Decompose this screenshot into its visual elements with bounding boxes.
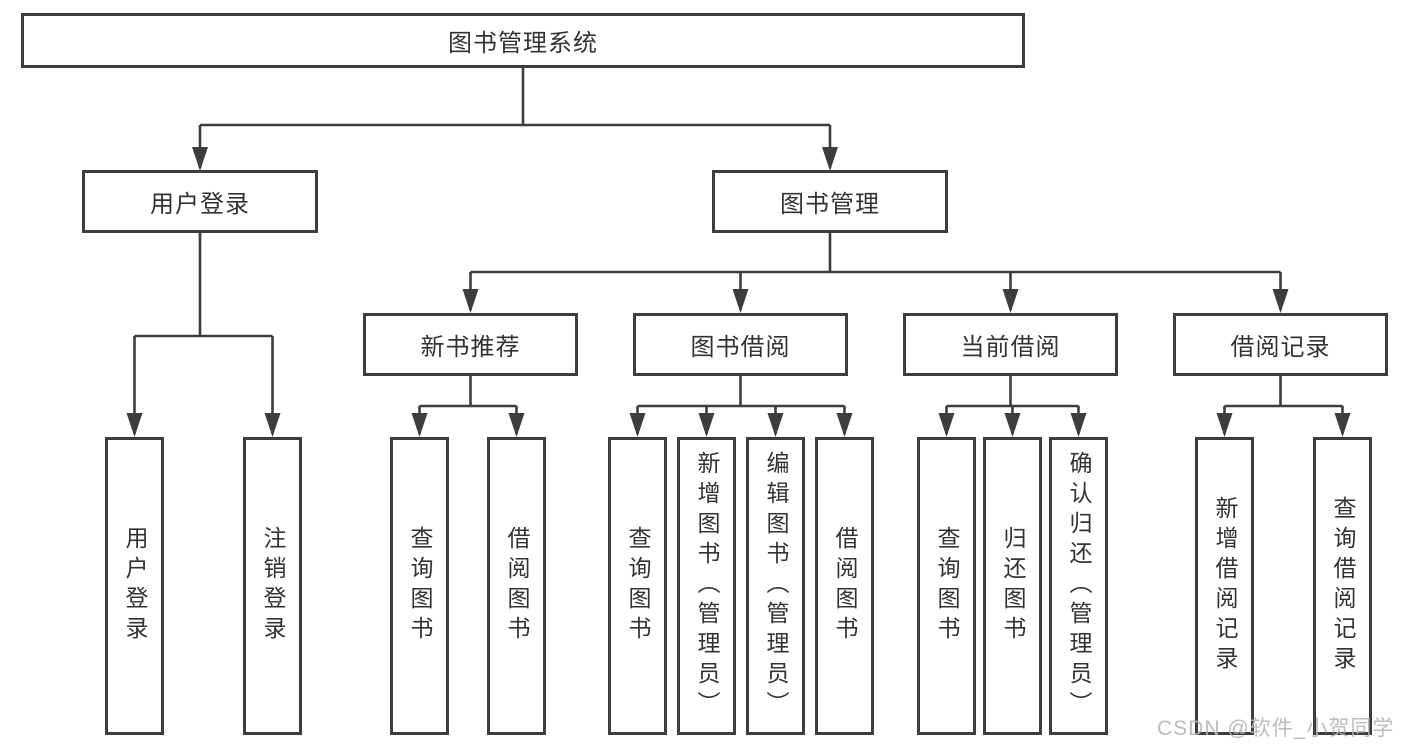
node-label: 图书管理	[780, 191, 880, 218]
node-borrow-records: 借阅记录	[1173, 313, 1388, 376]
node-root: 图书管理系统	[21, 13, 1025, 68]
node-user-login: 用户登录	[82, 170, 318, 233]
leaf-recommend-borrow-book: 借阅图书	[487, 437, 546, 735]
leaf-add-book-admin: 新增图书（管理员）	[677, 437, 736, 735]
leaf-label: 查询图书	[625, 526, 651, 646]
leaf-add-borrow-record: 新增借阅记录	[1195, 437, 1254, 735]
leaf-label: 新增借阅记录	[1212, 496, 1238, 676]
node-new-book-recommend: 新书推荐	[363, 313, 578, 376]
leaf-label: 借阅图书	[504, 526, 530, 646]
leaf-confirm-return-admin: 确认归还（管理员）	[1049, 437, 1108, 735]
leaf-label: 借阅图书	[832, 526, 858, 646]
node-label: 图书借阅	[690, 334, 791, 361]
node-book-borrow: 图书借阅	[633, 313, 848, 376]
leaf-user-login: 用户登录	[105, 437, 164, 735]
leaf-label: 注销登录	[260, 526, 286, 646]
node-current-borrow: 当前借阅	[903, 313, 1118, 376]
leaf-borrow-query-book: 查询图书	[608, 437, 667, 735]
node-label: 用户登录	[150, 191, 250, 218]
node-root-label: 图书管理系统	[448, 30, 598, 57]
node-label: 借阅记录	[1230, 334, 1331, 361]
leaf-query-borrow-record: 查询借阅记录	[1313, 437, 1372, 735]
leaf-label: 新增图书（管理员）	[694, 451, 720, 721]
leaf-borrow-book: 借阅图书	[815, 437, 874, 735]
node-label: 当前借阅	[960, 334, 1061, 361]
node-book-management: 图书管理	[712, 170, 948, 233]
leaf-label: 查询图书	[407, 526, 433, 646]
leaf-label: 编辑图书（管理员）	[763, 451, 789, 721]
leaf-recommend-query-book: 查询图书	[390, 437, 449, 735]
leaf-label: 查询借阅记录	[1330, 496, 1356, 676]
leaf-return-book: 归还图书	[983, 437, 1042, 735]
leaf-label: 确认归还（管理员）	[1066, 451, 1092, 721]
leaf-current-query-book: 查询图书	[917, 437, 976, 735]
leaf-label: 归还图书	[1000, 526, 1026, 646]
leaf-edit-book-admin: 编辑图书（管理员）	[746, 437, 805, 735]
csdn-watermark: CSDN @软件_小贺同学	[1157, 717, 1395, 740]
leaf-label: 查询图书	[934, 526, 960, 646]
leaf-logout: 注销登录	[243, 437, 302, 735]
leaf-label: 用户登录	[122, 526, 148, 646]
node-label: 新书推荐	[420, 334, 521, 361]
